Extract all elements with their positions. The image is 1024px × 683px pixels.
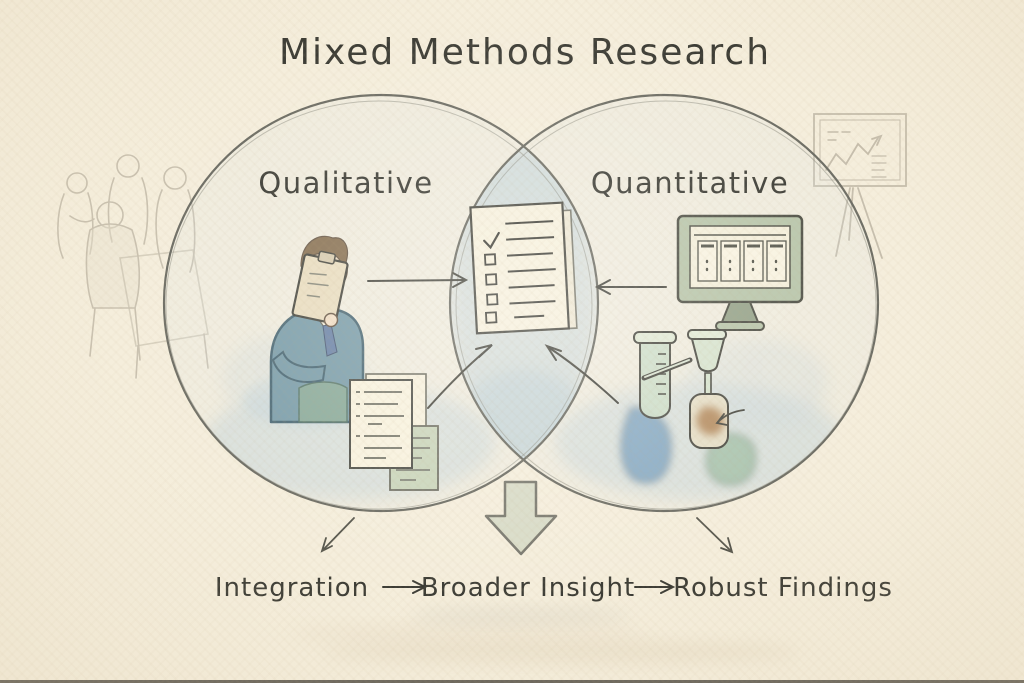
clipboard (291, 250, 349, 325)
page-bottom-edge (0, 680, 1024, 683)
outcome-arrows (320, 517, 734, 554)
merge-arrow-icon (367, 272, 667, 409)
flow-arrow-icon (634, 580, 676, 594)
monitor-table (697, 240, 787, 282)
outcome-flow: Integration Broader Insight Robust Findi… (215, 573, 893, 603)
checkboxes (483, 253, 499, 324)
person-apron (298, 381, 348, 423)
notes-documents-icon (349, 373, 439, 491)
notes-front-page (349, 379, 413, 469)
paper-smudges (290, 607, 800, 664)
arrow-right-outcome (696, 517, 732, 552)
flow-step-robust-findings: Robust Findings (673, 573, 893, 603)
flow-step-integration: Integration (215, 573, 369, 603)
person-hand (323, 312, 339, 328)
venn-right-circle-outline-sketchline (455, 100, 877, 510)
flow-step-broader-insight: Broader Insight (421, 573, 635, 603)
arrow-tubes-to-center (547, 346, 619, 404)
down-block-arrow-icon (484, 480, 558, 556)
drip-arrow (715, 409, 745, 426)
monitor-base (715, 321, 765, 331)
monitor-data-table-icon (676, 214, 804, 331)
flow-arrow-icon (382, 580, 428, 594)
test-tubes-icon (621, 329, 756, 485)
checkmark (483, 231, 500, 250)
venn-left-circle-outline (162, 93, 600, 513)
funnel-vial (687, 329, 745, 449)
venn-left-circle-outline-sketchline (165, 100, 593, 510)
line-chart-easel-sketch-icon (813, 113, 907, 259)
checklist-front-page (469, 201, 571, 335)
arrow-person-to-center (367, 279, 465, 282)
checklist-lines (505, 220, 556, 319)
person-clipboard-icon (243, 235, 383, 428)
blue-blob (621, 407, 671, 483)
page-title: Mixed Methods Research (279, 32, 771, 73)
graduated-cylinder (633, 331, 693, 419)
venn-left-label: Qualitative (258, 166, 433, 200)
venn-right-label: Quantitative (591, 166, 789, 200)
group-discussion-sketch-icon (57, 154, 209, 379)
venn-right-circle-outline (448, 93, 880, 513)
arrow-left-outcome (322, 517, 355, 551)
brown-liquid (696, 406, 725, 436)
checklist-document-icon (469, 201, 578, 335)
person-arm (271, 350, 327, 383)
